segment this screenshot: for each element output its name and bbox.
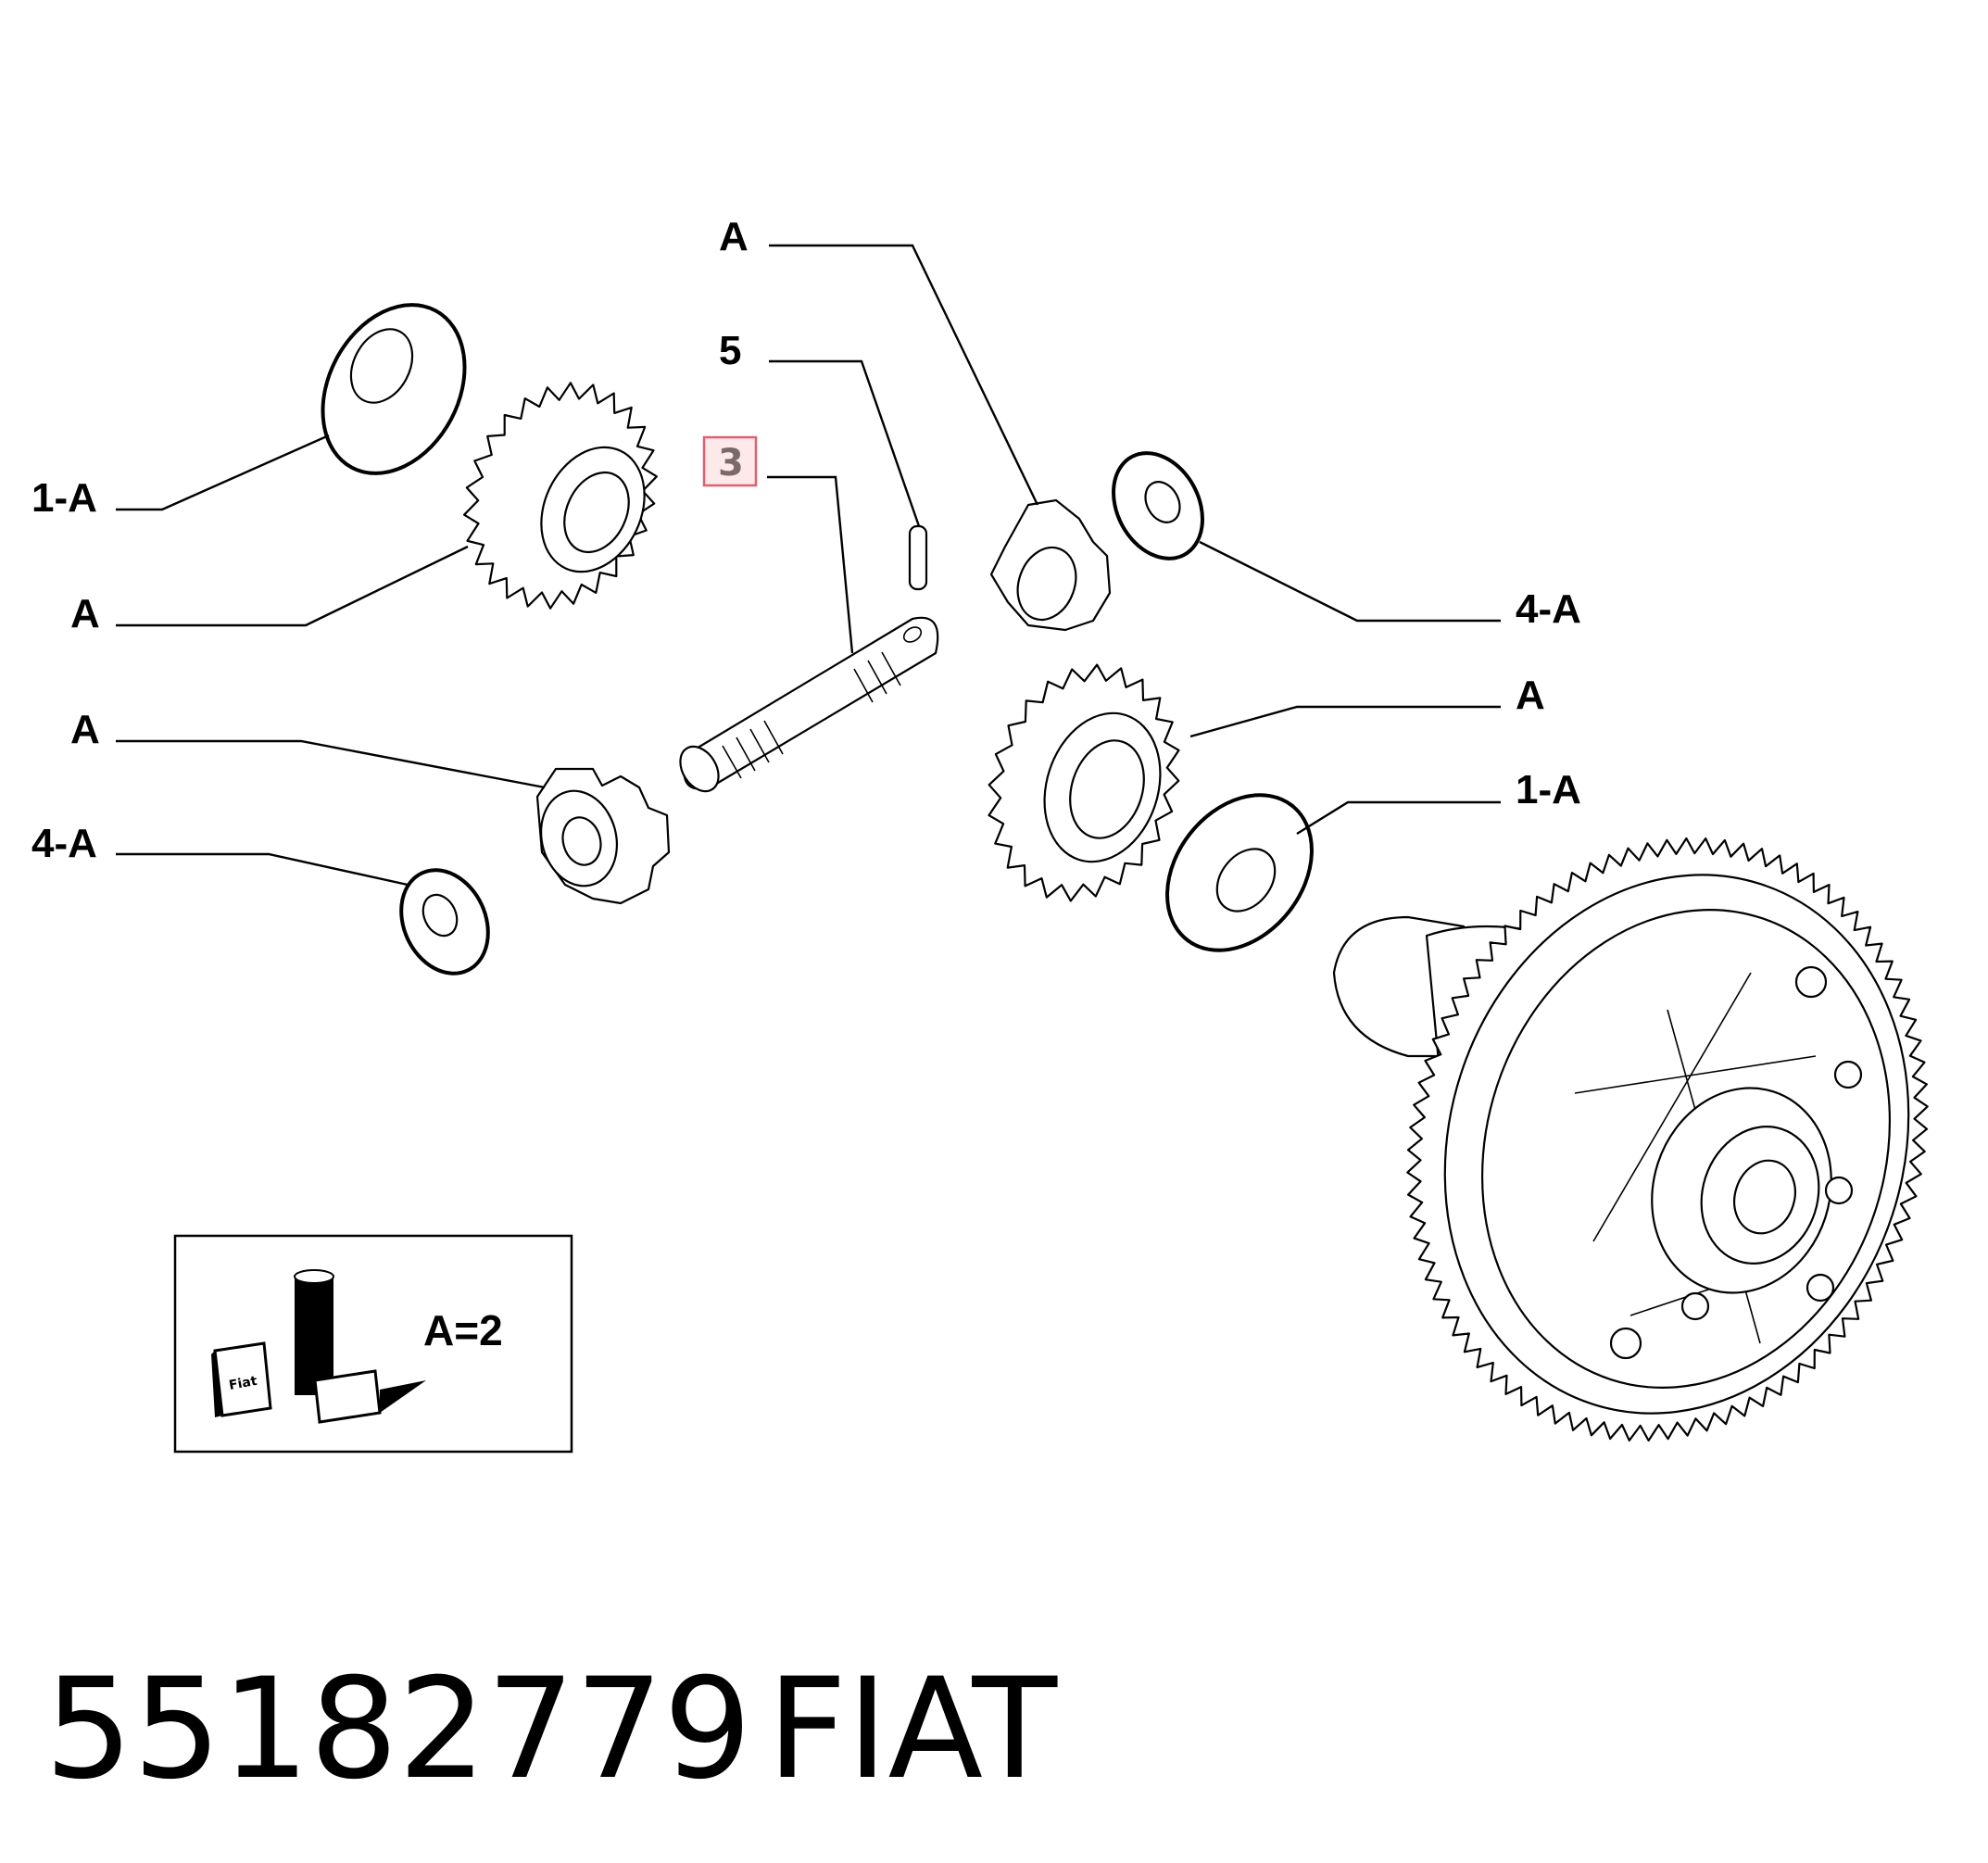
pinion-top[interactable] <box>989 498 1112 632</box>
callout-shaft: 3 <box>718 442 744 485</box>
washer-top-left[interactable] <box>295 280 493 497</box>
leader-lines <box>116 244 1501 887</box>
callout-thrust-washer-right: 4-A <box>1516 586 1581 632</box>
callout-side-gear-left: A <box>70 591 100 636</box>
washer-right[interactable] <box>1138 767 1341 979</box>
differential-housing[interactable] <box>1332 814 1977 1475</box>
side-gear-left[interactable] <box>463 382 664 610</box>
thrust-washer-right[interactable] <box>1096 437 1220 573</box>
legend-quantity: A=2 <box>423 1306 503 1354</box>
kit-label: Fiat <box>228 1374 258 1393</box>
thrust-washer-left[interactable] <box>385 856 505 988</box>
callout-washer-right: 1-A <box>1516 767 1581 812</box>
pinion-left[interactable] <box>531 767 671 905</box>
callout-roll-pin: 5 <box>719 328 741 373</box>
cross-shaft[interactable] <box>673 616 939 799</box>
roll-pin[interactable] <box>908 524 928 591</box>
callout-pin-top: A <box>719 214 749 259</box>
callout-shaft-highlight[interactable]: 3 <box>702 435 758 487</box>
kit-icon: Fiat <box>211 1269 426 1424</box>
callout-thrust-washer-left: 4-A <box>31 821 97 866</box>
part-number: 55182779 <box>44 1649 751 1810</box>
callout-washer-top-left: 1-A <box>31 475 97 521</box>
brand-name: FIAT <box>767 1649 1058 1810</box>
side-gear-right[interactable] <box>988 663 1180 902</box>
callout-side-gear-right: A <box>1516 673 1545 718</box>
legend-box: Fiat A=2 <box>173 1234 573 1454</box>
callout-pinion-left: A <box>70 707 100 752</box>
